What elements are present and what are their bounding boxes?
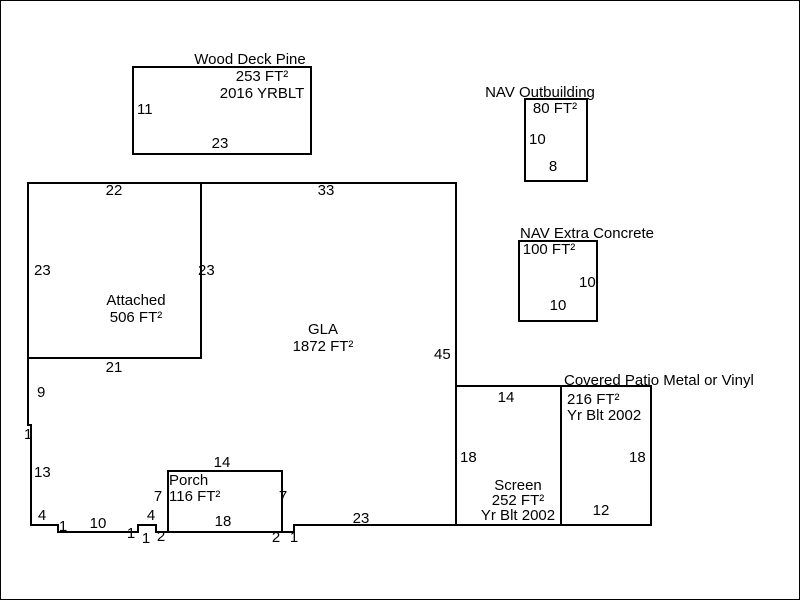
gla-dim-bottom: 23: [353, 510, 370, 527]
wood-deck-dim-left: 11: [137, 101, 153, 118]
gla-dim-bottom-2b: 2: [272, 529, 280, 546]
gla-dim-top: 33: [318, 182, 335, 199]
wood-deck-area: 253 FT²: [236, 68, 289, 85]
screen-dim-top: 14: [498, 389, 515, 406]
gla-dim-bottom-4: 4: [38, 507, 46, 524]
nav-concrete-title: NAV Extra Concrete: [520, 225, 654, 242]
nav-concrete-dim-bottom: 10: [550, 297, 567, 314]
screen-area: 252 FT²: [492, 492, 545, 509]
attached-dim-right: 23: [198, 262, 215, 279]
attached-label: Attached: [106, 292, 165, 309]
screen-label: Screen: [494, 477, 542, 494]
nav-outbuilding-dim-bottom: 8: [549, 158, 557, 175]
gla-area: 1872 FT²: [293, 338, 354, 355]
porch-dim-top: 14: [214, 454, 231, 471]
attached-dim-left: 23: [34, 262, 51, 279]
wood-deck-title: Wood Deck Pine: [194, 51, 305, 68]
patio-dim-right: 18: [629, 449, 646, 466]
patio-title: Covered Patio Metal or Vinyl: [564, 372, 754, 389]
gla-dim-left-9: 9: [37, 384, 45, 401]
nav-concrete-area: 100 FT²: [523, 241, 576, 258]
gla-dim-bottom-1d: 1: [290, 529, 298, 546]
nav-concrete-dim-right: 10: [579, 274, 596, 291]
screen-yrblt: Yr Blt 2002: [481, 507, 555, 524]
porch-area: 116 FT²: [169, 488, 220, 505]
porch-label: Porch: [169, 472, 208, 489]
wood-deck-outline: [132, 66, 312, 155]
gla-dim-bottom-10: 10: [90, 515, 107, 532]
gla-label: GLA: [308, 321, 338, 338]
patio-dim-bottom: 12: [593, 502, 610, 519]
nav-outbuilding-title: NAV Outbuilding: [485, 84, 595, 101]
attached-dim-bottom: 21: [106, 359, 123, 376]
attached-partition-line: [28, 183, 202, 359]
gla-dim-left-13: 13: [34, 464, 51, 481]
gla-dim-bottom-1a: 1: [59, 518, 67, 535]
main-house-outline: [27, 182, 457, 533]
patio-outline: [560, 385, 652, 526]
patio-area: 216 FT²: [567, 391, 620, 408]
porch-dim-bottom: 18: [215, 513, 232, 530]
gla-dim-bottom-2a: 2: [157, 528, 165, 545]
gla-dim-left-1: 1: [24, 426, 32, 443]
gla-dim-bottom-1b: 1: [127, 525, 135, 542]
patio-yrblt: Yr Blt 2002: [567, 407, 641, 424]
nav-concrete-outline: [518, 240, 598, 322]
gla-dim-right: 45: [434, 346, 451, 363]
attached-area: 506 FT²: [110, 309, 163, 326]
gla-dim-left-4b: 4: [147, 507, 155, 524]
nav-outbuilding-outline: [524, 98, 588, 182]
nav-outbuilding-dim-left: 10: [529, 131, 546, 148]
gla-dim-bottom-1c: 1: [142, 530, 150, 547]
screen-dim-left: 18: [460, 449, 477, 466]
porch-dim-left: 7: [154, 488, 162, 505]
porch-outline: [167, 470, 283, 532]
porch-dim-right: 7: [279, 488, 287, 505]
nav-outbuilding-area: 80 FT²: [533, 100, 577, 117]
attached-dim-top: 22: [106, 182, 123, 199]
wood-deck-dim-bottom: 23: [212, 135, 229, 152]
wood-deck-yrblt: 2016 YRBLT: [220, 85, 305, 102]
